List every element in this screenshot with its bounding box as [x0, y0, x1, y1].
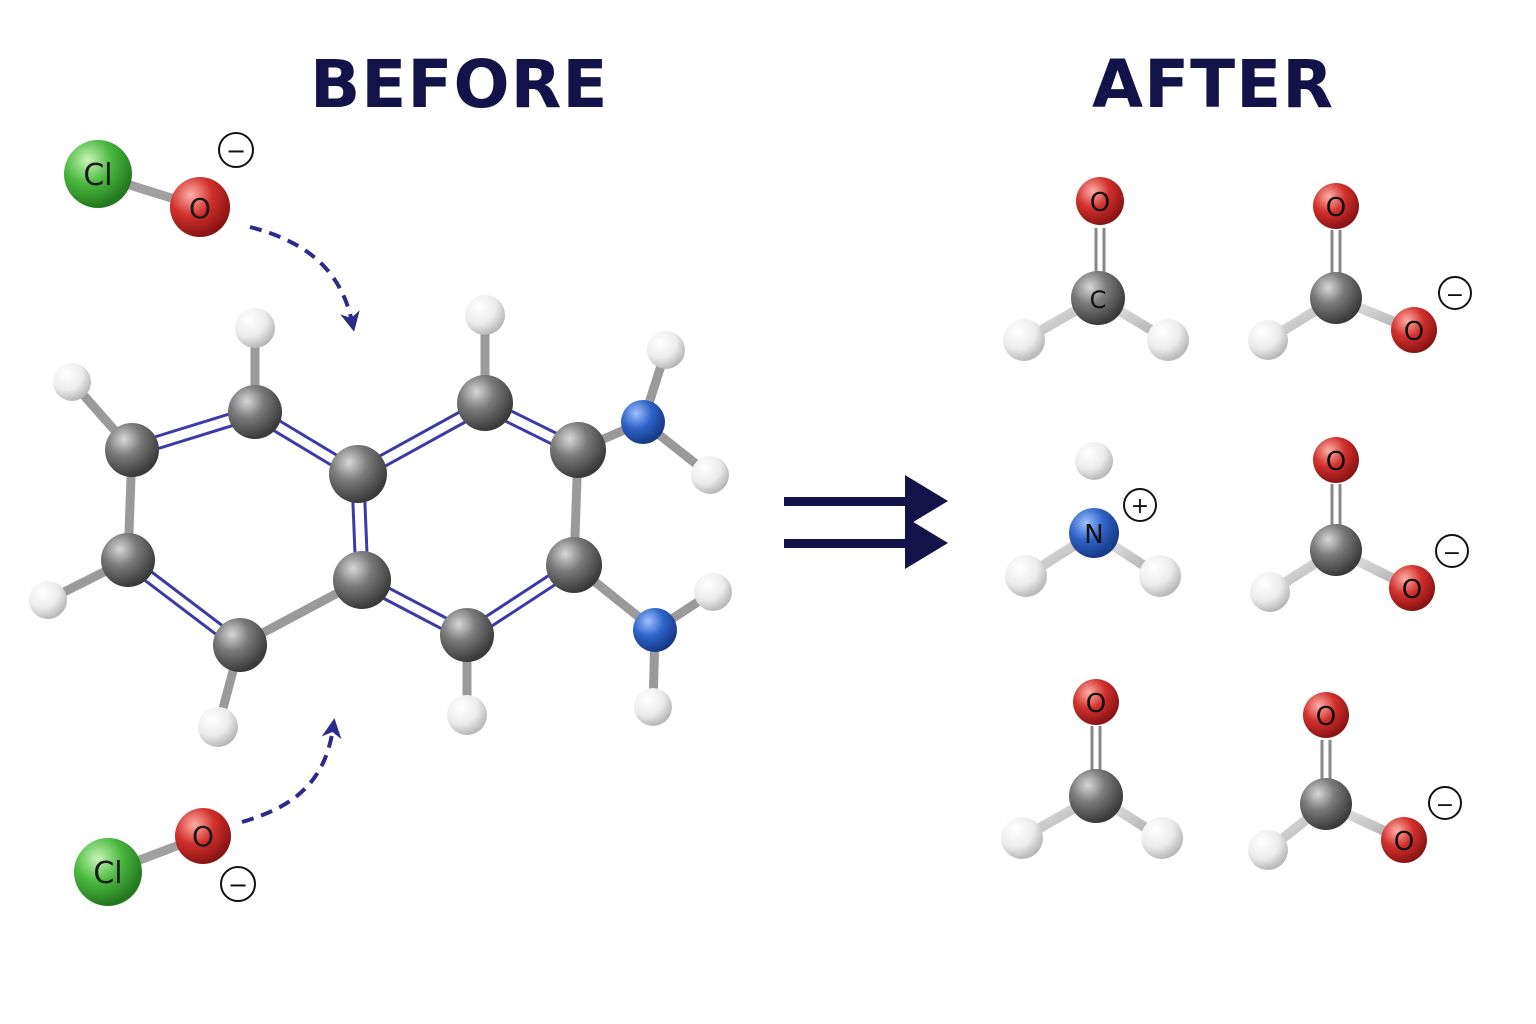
svg-text:N: N: [1084, 520, 1103, 550]
nitrogen-atoms: [621, 400, 677, 652]
oxygen-label: O: [189, 192, 211, 225]
svg-text:O: O: [1086, 689, 1106, 719]
svg-text:O: O: [1326, 193, 1346, 223]
negative-charge-icon: −: [218, 132, 254, 168]
hypochlorite-ion-bottom: Cl O −: [74, 808, 256, 906]
negative-charge-icon: −: [220, 866, 256, 902]
carbon-atoms: [101, 375, 606, 672]
svg-text:−: −: [228, 871, 248, 899]
hypochlorite-ion-top: Cl O −: [64, 132, 254, 237]
aromatic-bonds: [125, 396, 579, 653]
svg-text:−: −: [226, 137, 246, 165]
svg-text:−: −: [1443, 541, 1461, 566]
svg-text:O: O: [1404, 317, 1424, 347]
formaldehyde-molecule-1: O C: [1003, 177, 1189, 361]
positive-charge-icon: +: [1123, 488, 1157, 522]
svg-text:C: C: [1090, 286, 1107, 314]
attack-arrow-bottom: [241, 718, 342, 824]
after-heading: AFTER: [1092, 46, 1335, 123]
double-right-arrow-icon: [784, 475, 948, 569]
svg-text:O: O: [1326, 447, 1346, 477]
formaldehyde-molecule-2: O: [1001, 679, 1183, 859]
svg-text:O: O: [1394, 827, 1414, 857]
svg-text:O: O: [1402, 575, 1422, 605]
ammonium-ion: N +: [1005, 442, 1181, 597]
formate-ion-1: O O −: [1248, 183, 1472, 360]
svg-text:O: O: [1316, 702, 1336, 732]
formate-ion-3: O O −: [1248, 692, 1462, 870]
svg-text:O: O: [1090, 188, 1110, 218]
before-heading: BEFORE: [310, 46, 609, 123]
aromatic-molecule: [29, 295, 732, 747]
formate-ion-2: O O −: [1250, 437, 1469, 612]
single-bonds: [43, 310, 718, 732]
svg-text:−: −: [1436, 793, 1454, 818]
chlorine-label: Cl: [83, 158, 112, 193]
negative-charge-icon: −: [1438, 276, 1472, 310]
oxygen-label: O: [192, 820, 214, 853]
svg-text:−: −: [1446, 283, 1464, 308]
chlorine-label: Cl: [93, 856, 122, 891]
negative-charge-icon: −: [1435, 534, 1469, 568]
attack-arrow-top: [249, 225, 360, 332]
hydrogen-atoms: [29, 295, 732, 747]
svg-text:+: +: [1131, 494, 1149, 519]
negative-charge-icon: −: [1428, 786, 1462, 820]
